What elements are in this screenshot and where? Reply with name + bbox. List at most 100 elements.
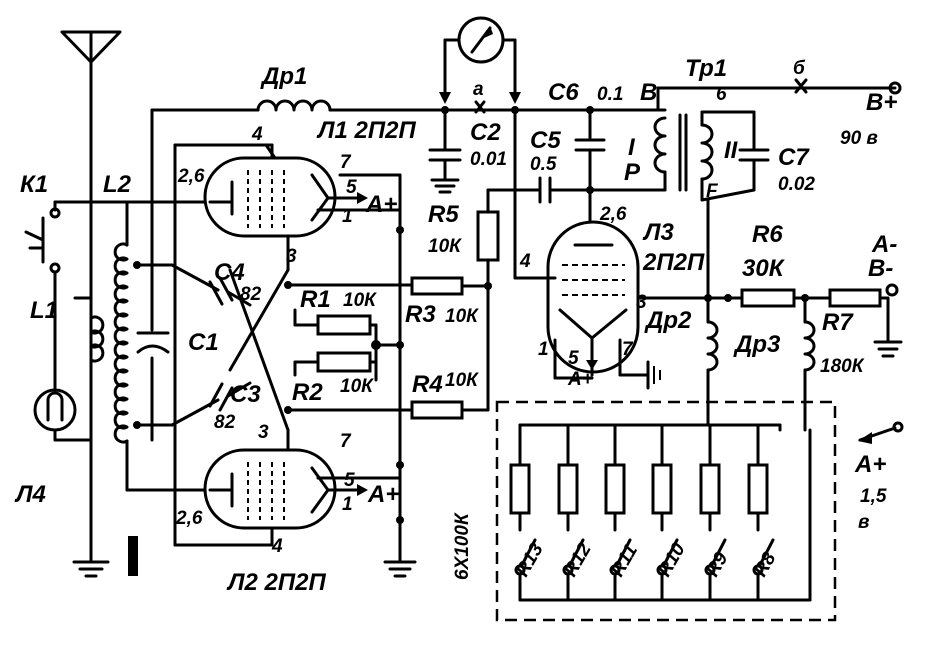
choke-dr3: [803, 296, 816, 432]
label-k1: К1: [20, 171, 48, 198]
label-c1: C1: [188, 329, 219, 356]
label-l1-pin-1: 1: [342, 206, 353, 227]
label-b-minus: В-: [868, 255, 893, 282]
label-c4-value: 82: [240, 284, 262, 305]
label-l1-pin-26: 2,6: [177, 166, 205, 187]
label-c6-value: 0.1: [597, 84, 623, 105]
resistor-r4: [410, 258, 490, 420]
label-winding-p: P: [624, 159, 641, 186]
label-tr1: Тр1: [685, 55, 727, 82]
transformer-tr1: [588, 108, 770, 300]
label-b-plus: В+: [866, 89, 897, 116]
label-l2-pin-7: 7: [340, 431, 352, 452]
choke-dr2: [706, 296, 719, 427]
label-l1-pin-4: 4: [251, 124, 263, 145]
label-r6: R6: [752, 221, 783, 248]
label-l3-pin-1: 1: [538, 339, 549, 360]
label-r8: R8: [750, 549, 781, 581]
label-point-a: а: [473, 79, 484, 100]
label-r5-value: 10К: [428, 236, 462, 257]
label-l2-pin-1: 1: [342, 494, 353, 515]
label-r6-value: 30К: [742, 255, 786, 282]
label-r7-value: 180К: [820, 356, 865, 377]
label-tube-l3: Л3: [642, 219, 674, 246]
label-b-plus-voltage: 90 в: [840, 128, 878, 149]
capacitor-c2: [428, 108, 462, 194]
label-l2-pin-4: 4: [271, 536, 283, 557]
label-winding-ii: II: [724, 137, 739, 164]
label-c5-value: 0.5: [530, 154, 557, 175]
tube-l2: [173, 428, 402, 547]
ground-symbol: [72, 560, 110, 578]
antenna: [60, 30, 122, 562]
resistor-r6: [638, 288, 832, 308]
label-c2: C2: [470, 119, 501, 146]
label-a-minus: А-: [871, 231, 897, 258]
label-c5: C5: [530, 127, 561, 154]
capacitor-c1: [136, 108, 260, 442]
label-l1-pin-7: 7: [340, 152, 352, 173]
label-r9: R9: [702, 549, 733, 581]
label-a-plus-voltage-2: в: [858, 512, 869, 533]
label-c7: C7: [778, 144, 810, 171]
capacitor-c5: [538, 176, 592, 204]
cross-coupling: [170, 258, 412, 432]
choke-dr1: [256, 78, 902, 114]
label-r7: R7: [822, 309, 854, 336]
inductor-l2: [89, 200, 212, 492]
label-r1: R1: [300, 286, 331, 313]
label-tube-l3-type: 2П2П: [642, 249, 705, 276]
label-l3-a-plus: А+: [567, 369, 593, 390]
label-winding-g: 6: [716, 84, 727, 105]
label-a-plus-right: А+: [854, 451, 886, 478]
label-c3: C3: [230, 381, 261, 408]
label-l4: Л4: [14, 481, 46, 508]
label-tube-l1: Л1 2П2П: [316, 117, 416, 144]
label-tube-l2: Л2 2П2П: [226, 569, 326, 596]
label-l3-pin-4: 4: [519, 251, 531, 272]
label-l1-pin-3: 3: [286, 246, 297, 267]
heater-bus: [338, 173, 417, 578]
label-a-plus-voltage-1: 1,5: [860, 486, 887, 507]
label-bank-value: 6Х100К: [452, 512, 473, 580]
label-r4-value: 10К: [445, 370, 479, 391]
switch-k1: [24, 200, 93, 297]
label-l2-pin-26: 2,6: [175, 508, 203, 529]
label-r3-value: 10К: [445, 306, 479, 327]
terminal-mark: [128, 536, 138, 576]
label-l1-a-plus: А+: [365, 191, 397, 218]
resistor-r1: [293, 308, 378, 382]
label-c6: C6: [548, 79, 579, 106]
resistor-r3: [410, 276, 492, 296]
label-winding-i: I: [628, 134, 636, 161]
label-r4: R4: [412, 371, 443, 398]
label-l3-pin-26: 2,6: [599, 204, 627, 225]
resistor-r7: [828, 283, 903, 358]
label-r2-value: 10К: [340, 376, 374, 397]
label-l2-pin-3: 3: [258, 422, 269, 443]
inductor-l1: [73, 296, 105, 363]
label-c7-value: 0.02: [778, 174, 815, 195]
label-c4: C4: [214, 259, 245, 286]
label-l3-pin-3: 3: [636, 292, 647, 313]
label-winding-f: F: [706, 181, 719, 202]
label-dr2: Др2: [644, 307, 692, 334]
label-c3-value: 82: [214, 412, 236, 433]
resistor-r5: [476, 188, 540, 262]
label-dr1: Др1: [260, 63, 307, 90]
label-l2-a-plus: А+: [367, 481, 399, 508]
label-l2: L2: [103, 171, 132, 198]
label-dr3: Др3: [733, 331, 781, 358]
resistor-bank: [495, 400, 837, 622]
tube-l3: [513, 108, 661, 390]
label-c2-value: 0.01: [470, 149, 507, 170]
label-point-b: В: [640, 79, 657, 106]
label-point-v: б: [793, 58, 806, 79]
terminal-a-plus: [858, 421, 904, 444]
label-l3-pin-5: 5: [568, 348, 579, 369]
resistor-r2: [293, 340, 402, 377]
meter: [439, 16, 521, 104]
lamp-l4: [33, 293, 93, 442]
